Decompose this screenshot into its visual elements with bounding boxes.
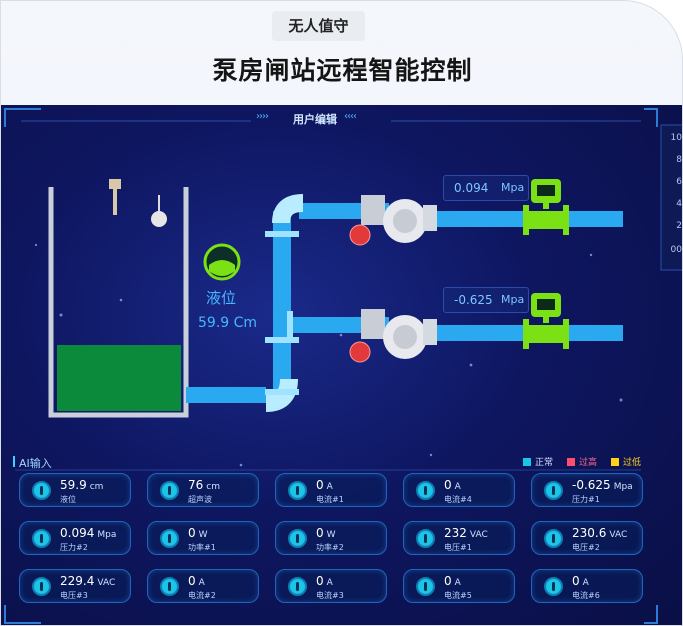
tile-label: 电流#4: [444, 495, 472, 504]
side-scale-label: 8: [676, 155, 682, 165]
pressure-display-2: -0.625: [443, 287, 529, 313]
scada-diagram: [4, 108, 682, 624]
legend-swatch: [611, 457, 619, 466]
tile-label: 电流#1: [316, 495, 344, 504]
scada-panel: ›››› 用户编辑 ‹‹‹‹ 10 8 6 4 2 00 液位 59.9 Cm …: [1, 105, 682, 625]
title-arrows-left: ››››: [256, 111, 269, 122]
user-edit-title[interactable]: 用户编辑: [293, 113, 337, 126]
page-title: 泵房闸站远程智能控制: [212, 56, 473, 85]
pressure-value-2: -0.625: [454, 293, 493, 307]
tile-label: 电流#2: [188, 591, 216, 600]
thermometer-icon: [160, 481, 179, 500]
ai-input-title: AI输入: [13, 456, 52, 470]
thermometer-icon: [160, 529, 179, 548]
thermometer-icon: [416, 577, 435, 596]
side-scale-label: 6: [676, 177, 682, 187]
thermometer-icon: [288, 529, 307, 548]
title-arrows-right: ‹‹‹‹: [344, 111, 357, 122]
legend-label: 过低: [623, 458, 642, 468]
thermometer-icon: [416, 481, 435, 500]
legend-low: 过低: [611, 455, 641, 468]
level-value: 59.9 Cm: [198, 315, 258, 331]
tile-label: 压力#2: [60, 543, 88, 552]
thermometer-icon: [544, 577, 563, 596]
unattended-badge: 无人值守: [272, 11, 365, 41]
tile-label: 液位: [60, 495, 76, 504]
tank-water: [57, 345, 181, 411]
legend-swatch: [567, 457, 575, 466]
level-title: 液位: [206, 289, 237, 307]
tile-label: 电流#6: [572, 591, 600, 600]
tile-label: 功率#1: [188, 543, 216, 552]
legend-high: 过高: [567, 455, 597, 468]
thermometer-icon: [544, 481, 563, 500]
pressure-unit-2: Mpa: [501, 293, 525, 306]
thermometer-icon: [160, 577, 179, 596]
thermometer-icon: [288, 577, 307, 596]
tile-label: 超声波: [188, 495, 212, 504]
legend-normal: 正常: [523, 455, 553, 468]
side-scale-label: 4: [676, 199, 682, 209]
thermometer-icon: [32, 481, 51, 500]
tile-label: 电压#3: [60, 591, 88, 600]
side-scale-label: 2: [676, 221, 682, 231]
side-scale-label: 00: [670, 245, 682, 255]
legend-label: 过高: [579, 458, 598, 468]
pressure-value-1: 0.094: [454, 181, 489, 195]
thermometer-icon: [32, 529, 51, 548]
thermometer-icon: [416, 529, 435, 548]
tile-label: 功率#2: [316, 543, 344, 552]
pressure-display-1: 0.094: [443, 175, 529, 201]
pressure-unit-1: Mpa: [501, 181, 525, 194]
legend-label: 正常: [535, 458, 554, 468]
tile-label: 电流#3: [316, 591, 344, 600]
thermometer-icon: [32, 577, 51, 596]
tile-label: 压力#1: [572, 495, 600, 504]
tile-label: 电压#1: [444, 543, 472, 552]
legend-swatch: [523, 457, 531, 466]
tile-label: 电流#5: [444, 591, 472, 600]
thermometer-icon: [544, 529, 563, 548]
thermometer-icon: [288, 481, 307, 500]
side-scale-label: 10: [670, 133, 682, 143]
tile-label: 电压#2: [572, 543, 600, 552]
